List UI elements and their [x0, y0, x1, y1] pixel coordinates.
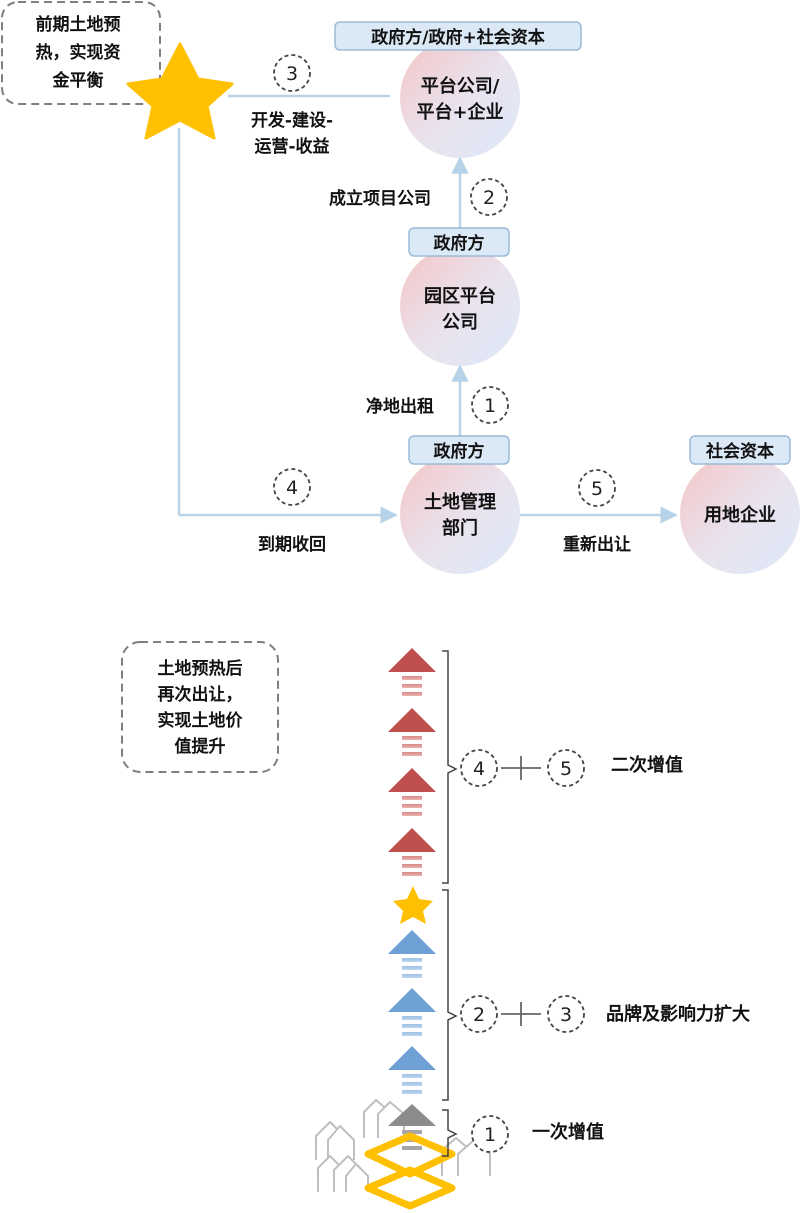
bracket-brand: [442, 889, 458, 1101]
tag-enterprise-text: 社会资本: [705, 441, 774, 462]
stage-second-badge-a: [460, 749, 498, 787]
stage-second-num-b: 5: [560, 758, 572, 780]
blue-arrow-2: [388, 988, 436, 1036]
node-park-platform: [400, 246, 520, 366]
tag-platform: [334, 21, 582, 51]
step-4-number: 4: [286, 477, 298, 499]
step-3-badge: [273, 54, 311, 92]
red-arrow-3: [388, 768, 436, 816]
node-park-line-2: 公司: [442, 312, 478, 333]
node-platform-company: [400, 38, 520, 158]
note-top-line-3: 金平衡: [52, 70, 104, 91]
step-5-number: 5: [591, 478, 603, 500]
stage-brand-num-b: 3: [560, 1004, 572, 1026]
red-arrow-4: [388, 828, 436, 876]
step-2-badge: [470, 178, 508, 216]
node-park-line-1: 园区平台: [424, 285, 496, 307]
step-1-number: 1: [484, 395, 496, 417]
tag-park: [408, 227, 510, 257]
tag-land-text: 政府方: [434, 441, 485, 462]
tag-enterprise: [689, 435, 791, 465]
note-top-line-1: 前期土地预: [36, 14, 121, 35]
step-5-badge: [578, 469, 616, 507]
stage-first-label: 一次增值: [532, 1121, 604, 1143]
stage-second-num-a: 4: [473, 758, 485, 780]
node-land-line-2: 部门: [442, 517, 478, 539]
tag-platform-text: 政府方/政府+社会资本: [371, 27, 544, 48]
note-bottom-line-3: 实现土地价: [158, 710, 244, 731]
stage-second-connector: [501, 756, 541, 780]
stage-second-badge-b: [547, 749, 585, 787]
step-3-number: 3: [286, 63, 298, 85]
step-1-label: 净地出租: [366, 396, 434, 417]
step-5-label: 重新出让: [563, 534, 631, 555]
step-3-label-line-1: 开发-建设-: [251, 110, 333, 131]
step-4-label: 到期收回: [258, 534, 326, 555]
red-arrow-2: [388, 708, 436, 756]
stage-second-label: 二次增值: [611, 754, 683, 776]
stage-brand-connector: [501, 1002, 541, 1026]
stage-brand-badge-a: [460, 995, 498, 1033]
note-box-top: [1, 1, 161, 105]
stage-first-num: 1: [484, 1124, 496, 1146]
blue-arrow-1: [388, 930, 436, 978]
bracket-second: [442, 650, 458, 884]
star-icon: [126, 42, 234, 140]
red-arrow-1: [388, 648, 436, 696]
note-box-bottom: [121, 641, 279, 773]
bracket-first: [442, 1109, 458, 1157]
stage-brand-num-a: 2: [473, 1004, 485, 1026]
stage-first-badge: [471, 1115, 509, 1153]
step-1-badge: [471, 386, 509, 424]
step-2-label: 成立项目公司: [329, 188, 431, 209]
node-land-enterprise: [680, 454, 800, 574]
stage-brand-label: 品牌及影响力扩大: [606, 1003, 750, 1025]
node-land-management: [400, 454, 520, 574]
node-enterprise-line-1: 用地企业: [704, 504, 776, 526]
house-icons: [315, 1099, 491, 1192]
land-diamond-icons: [364, 1132, 456, 1210]
note-top-line-2: 热，实现资: [36, 42, 121, 63]
node-platform-line-2: 平台+企业: [416, 101, 503, 123]
node-land-line-1: 土地管理: [424, 491, 496, 513]
node-platform-line-1: 平台公司/: [421, 75, 500, 97]
note-bottom-line-1: 土地预热后: [158, 658, 243, 679]
step-2-number: 2: [483, 187, 495, 209]
stage-brand-badge-b: [547, 995, 585, 1033]
step-3-label-line-2: 运营-收益: [254, 136, 329, 157]
tag-park-text: 政府方: [434, 233, 485, 254]
blue-arrow-3: [388, 1046, 436, 1094]
note-bottom-line-4: 值提升: [175, 736, 226, 757]
small-star-icon: [393, 886, 433, 924]
step-4-badge: [273, 468, 311, 506]
tag-land: [408, 435, 510, 465]
note-bottom-line-2: 再次出让，: [158, 684, 243, 705]
